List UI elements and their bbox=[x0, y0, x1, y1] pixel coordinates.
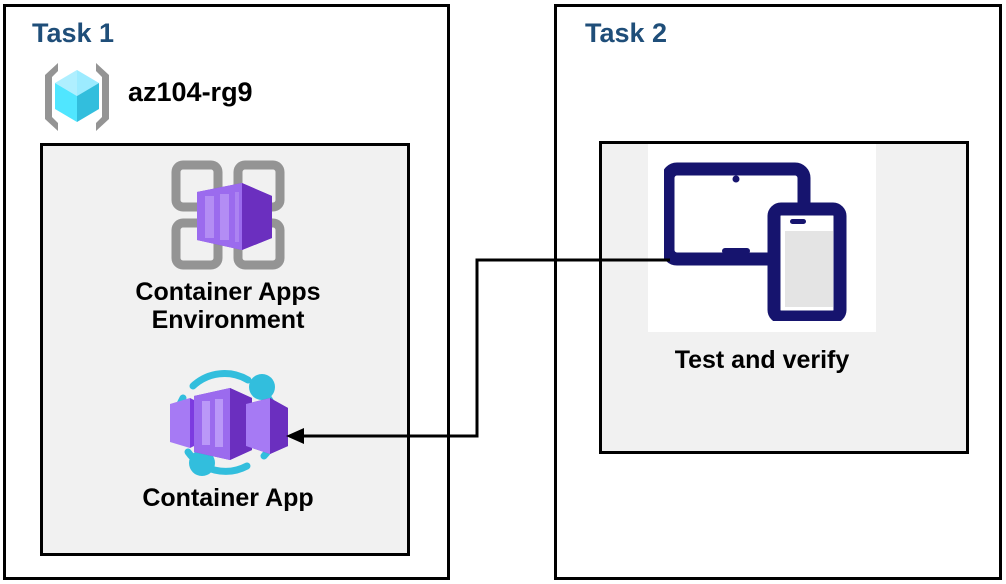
task-2-title: Task 2 bbox=[585, 18, 668, 48]
container-apps-environment-group: Container Apps Environment bbox=[40, 143, 410, 556]
test-and-verify-group: Test and verify bbox=[599, 141, 969, 454]
node-label-container-app: Container App bbox=[142, 484, 314, 512]
devices-tablet-phone-icon bbox=[661, 155, 860, 324]
container-app-icon bbox=[152, 368, 304, 478]
node-container-app[interactable]: Container App bbox=[103, 368, 353, 512]
node-label-test-and-verify: Test and verify bbox=[674, 346, 850, 374]
resource-group-header: az104-rg9 bbox=[36, 58, 336, 136]
container-apps-environment-icon bbox=[169, 158, 287, 272]
resource-group-name: az104-rg9 bbox=[128, 77, 253, 107]
node-label-container-apps-environment: Container Apps Environment bbox=[135, 278, 321, 334]
resource-group-icon bbox=[36, 60, 118, 134]
task-1-title: Task 1 bbox=[32, 18, 115, 48]
node-test-and-verify[interactable]: Test and verify bbox=[602, 144, 922, 374]
test-and-verify-icon-backdrop bbox=[648, 144, 876, 332]
node-container-apps-environment[interactable]: Container Apps Environment bbox=[103, 158, 353, 334]
